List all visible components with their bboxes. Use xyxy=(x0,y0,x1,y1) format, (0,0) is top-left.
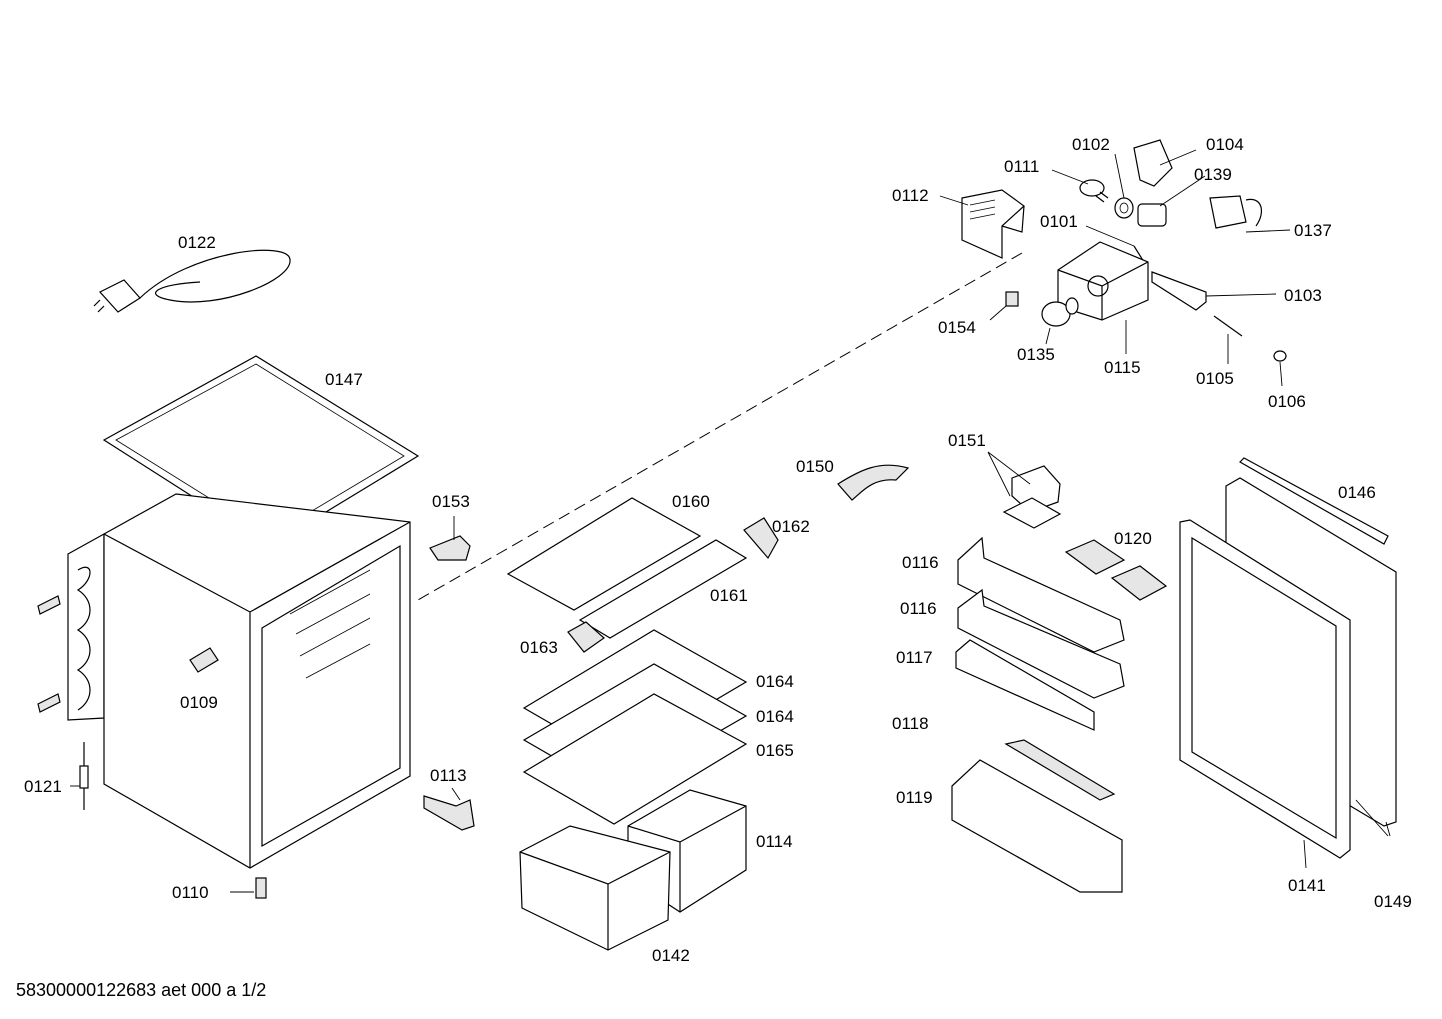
clip-0154 xyxy=(1005,291,1019,307)
label-0135: 0135 xyxy=(1017,345,1055,364)
power-cord-0122 xyxy=(93,249,291,313)
label-0101: 0101 xyxy=(1040,212,1078,231)
bottle-shelf-0119 xyxy=(951,759,1123,893)
label-0154: 0154 xyxy=(938,318,976,337)
crisper-0142 xyxy=(519,825,671,951)
label-0142: 0142 xyxy=(652,946,690,965)
door-seal-0146 xyxy=(1239,457,1389,545)
label-0153: 0153 xyxy=(432,492,470,511)
label-0116-upper: 0116 xyxy=(902,553,939,572)
door-shelf-0117 xyxy=(955,639,1095,731)
foot-0110 xyxy=(255,877,267,899)
label-0163: 0163 xyxy=(520,638,558,657)
shelf-0161 xyxy=(578,539,748,639)
label-0119: 0119 xyxy=(896,788,933,807)
label-0112: 0112 xyxy=(892,186,929,205)
butter-dish-0151 xyxy=(1002,465,1062,529)
bracket-0104 xyxy=(1133,139,1173,187)
label-0141: 0141 xyxy=(1288,876,1326,895)
lamp-cover-0112 xyxy=(961,189,1025,259)
label-0150: 0150 xyxy=(796,457,834,476)
thermostat-0137 xyxy=(1209,195,1263,229)
egg-rack-0120 xyxy=(1064,539,1168,601)
shelf-0160 xyxy=(506,497,702,611)
label-0161: 0161 xyxy=(710,586,748,605)
hinge-0109 xyxy=(189,647,219,673)
label-0137: 0137 xyxy=(1294,221,1332,240)
label-0146: 0146 xyxy=(1338,483,1376,502)
document-id: 58300000122683 aet 000 a 1/2 xyxy=(16,980,267,1000)
drain-tube-0121 xyxy=(79,742,89,810)
leader-lines xyxy=(70,149,1391,893)
switch-0139 xyxy=(1137,203,1167,227)
label-0151: 0151 xyxy=(948,431,986,450)
label-0121: 0121 xyxy=(24,777,62,796)
clip-0162 xyxy=(743,517,779,560)
label-0164-upper: 0164 xyxy=(756,672,794,691)
cabinet-body xyxy=(103,493,411,869)
label-0111: 0111 xyxy=(1004,157,1039,176)
label-0149: 0149 xyxy=(1374,892,1412,911)
label-0115: 0115 xyxy=(1104,358,1141,377)
label-0105: 0105 xyxy=(1196,369,1234,388)
sensor-0103 xyxy=(1151,271,1207,311)
label-0102: 0102 xyxy=(1072,135,1110,154)
cap-0106 xyxy=(1273,350,1287,362)
label-0164-lower: 0164 xyxy=(756,707,794,726)
label-0139: 0139 xyxy=(1194,165,1232,184)
door-shelf-0116b xyxy=(957,588,1125,699)
label-0109: 0109 xyxy=(180,693,218,712)
egg-tray-0150 xyxy=(837,464,910,501)
label-0116-lower: 0116 xyxy=(900,599,937,618)
door-gasket-0141 xyxy=(1179,519,1351,859)
bottle-guard-0118 xyxy=(1004,739,1116,801)
label-0114: 0114 xyxy=(756,832,793,851)
label-0147: 0147 xyxy=(325,370,363,389)
label-0160: 0160 xyxy=(672,492,710,511)
shelf-0165 xyxy=(522,693,748,825)
part-labels: 0102 0104 0111 0139 0112 0137 0101 0103 … xyxy=(24,135,1412,965)
label-0118: 0118 xyxy=(892,714,929,733)
lamp-socket-0102 xyxy=(1114,197,1134,219)
label-0162: 0162 xyxy=(772,517,810,536)
clip-0163 xyxy=(567,621,605,653)
knob-0135 xyxy=(1041,297,1079,327)
hinge-0113 xyxy=(423,795,475,831)
label-0113: 0113 xyxy=(430,766,467,785)
label-0120: 0120 xyxy=(1114,529,1152,548)
bulb-0111 xyxy=(1079,179,1109,203)
label-0103: 0103 xyxy=(1284,286,1322,305)
assembly-dashed-line xyxy=(417,252,1023,601)
label-0122: 0122 xyxy=(178,233,216,252)
capillary-0105 xyxy=(1213,315,1243,337)
label-0165: 0165 xyxy=(756,741,794,760)
label-0106: 0106 xyxy=(1268,392,1306,411)
bracket-left-lower xyxy=(37,693,61,713)
label-0117: 0117 xyxy=(896,648,933,667)
label-0104: 0104 xyxy=(1206,135,1244,154)
hinge-0153 xyxy=(429,535,471,561)
bracket-left-upper xyxy=(37,595,61,615)
label-0110: 0110 xyxy=(172,883,209,902)
condenser-coil xyxy=(67,532,105,721)
